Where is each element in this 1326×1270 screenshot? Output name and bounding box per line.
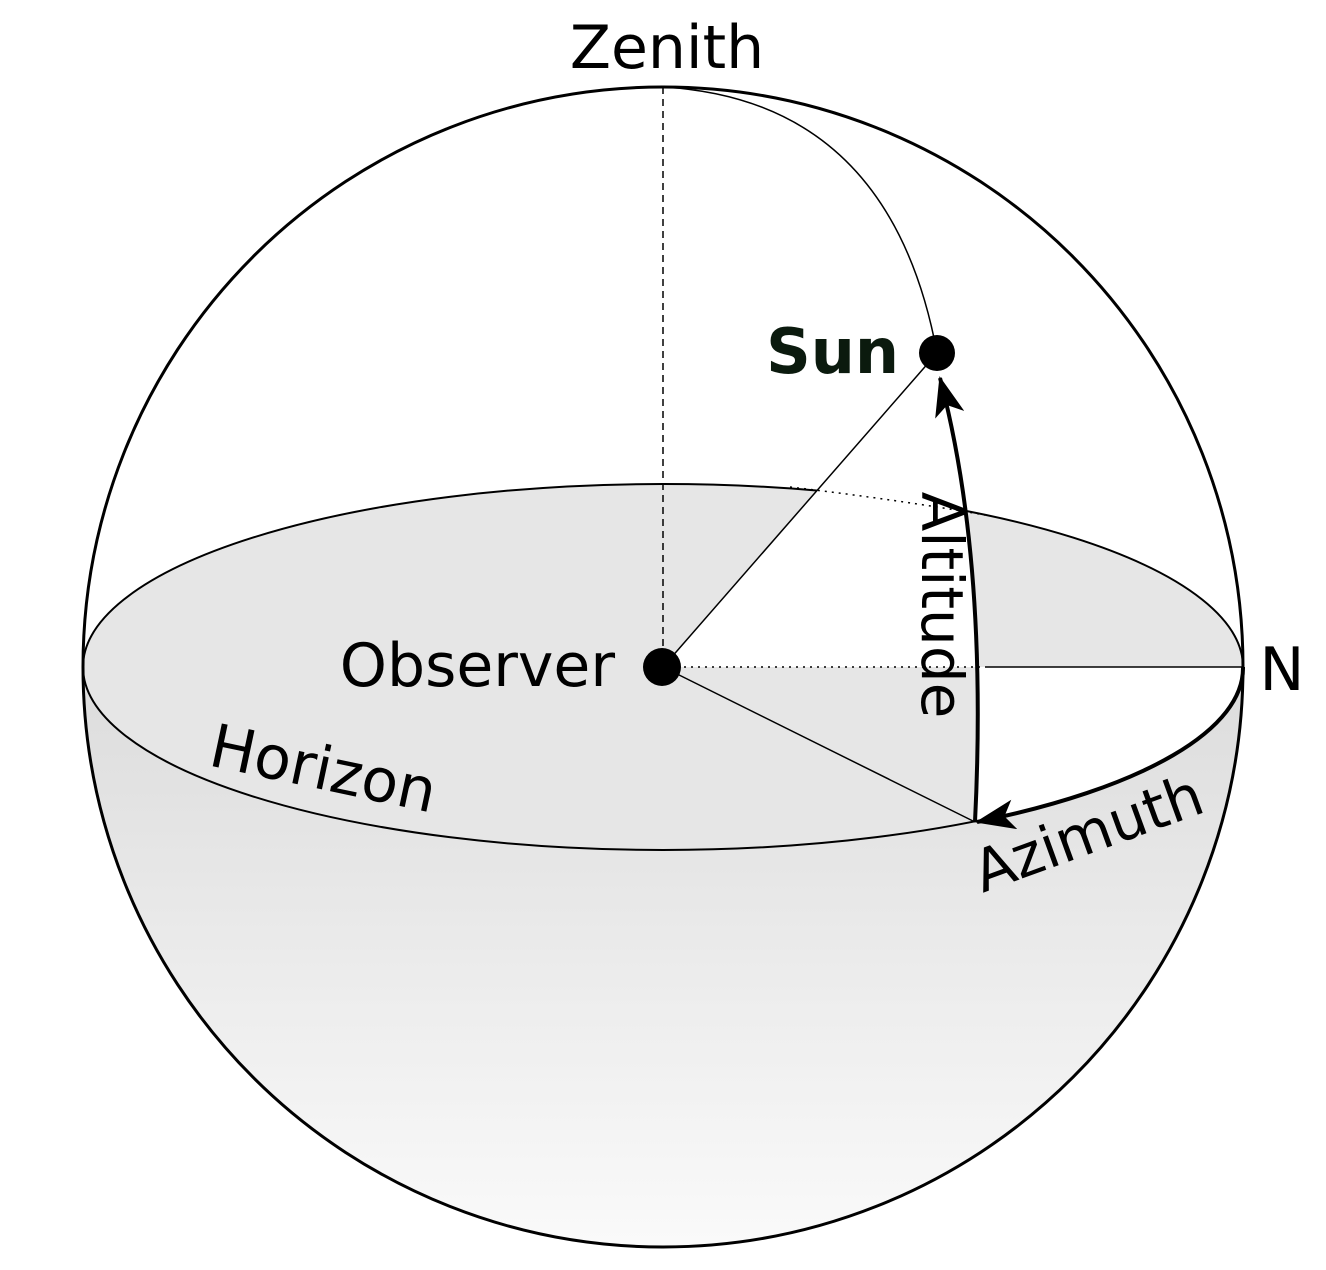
observer-label: Observer: [340, 631, 616, 701]
azimuth-arrow: [975, 666, 1246, 830]
sun-dot: [919, 335, 955, 371]
zenith-label: Zenith: [570, 13, 764, 83]
north-label: N: [1260, 635, 1305, 705]
sun-sightline: [662, 352, 938, 668]
lower-hemisphere: [83, 667, 1243, 1247]
observer-dot: [643, 648, 681, 686]
sun-label: Sun: [766, 315, 899, 388]
azimuth-projection-line: [662, 666, 976, 823]
altitude-plane: [663, 353, 1244, 822]
altitude-label: Altitude: [908, 492, 976, 719]
altitude-arrow: [935, 376, 980, 823]
meridian-arc: [662, 86, 938, 354]
